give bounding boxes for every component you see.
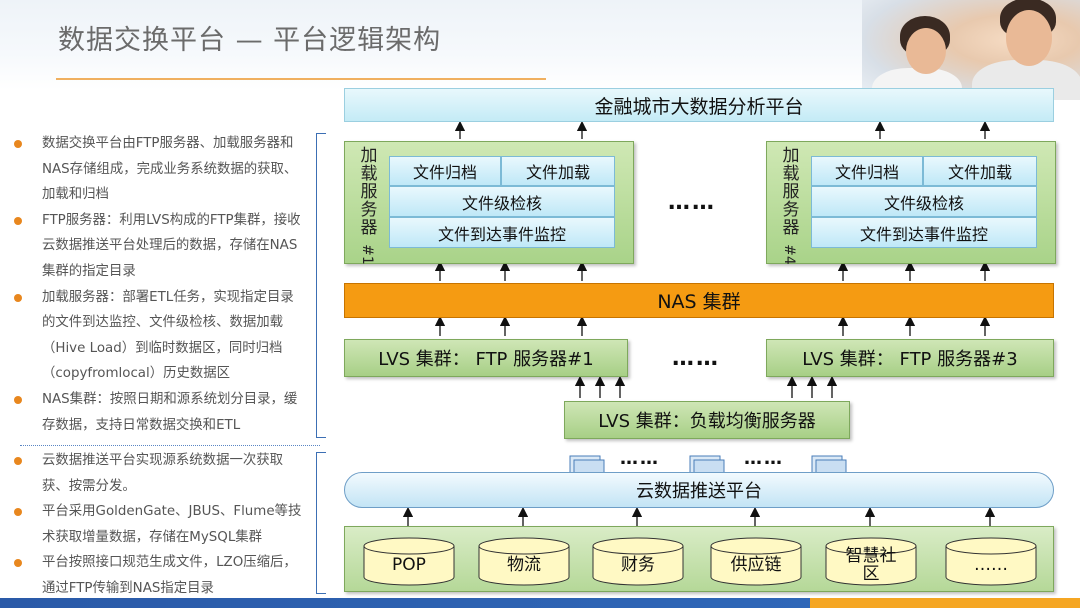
loader-server-1: 加载服务器 #1 文件归档 文件加载 文件级检核 文件到达事件监控 <box>344 141 634 265</box>
source-label: …… <box>974 554 1008 575</box>
source-label: 智慧社区 <box>845 545 897 584</box>
load-balancer-box: LVS 集群：负载均衡服务器 <box>564 401 850 439</box>
file-check-cell: 文件级检核 <box>811 186 1037 217</box>
source-systems-panel: POP 物流 财务 供应链 智慧社区 …… <box>344 526 1054 592</box>
file-ellipsis: …… <box>620 448 660 469</box>
notes-bracket-top <box>316 133 326 438</box>
ftp-server-1-box: LVS 集群： FTP 服务器#1 <box>344 339 628 377</box>
note-item: NAS集群：按照日期和源系统划分目录，缓存数据，支持日常数据交换和ETL <box>14 387 306 438</box>
loader-server-label: 加载服务器 #1 <box>356 146 377 265</box>
source-db-cylinder: 供应链 <box>710 537 802 586</box>
analytics-platform-box: 金融城市大数据分析平台 <box>344 88 1054 122</box>
page-title: 数据交换平台 — 平台逻辑架构 <box>58 25 442 56</box>
archive-cell: 文件归档 <box>811 156 923 186</box>
notes-bottom-list: 云数据推送平台实现源系统数据一次获取获、按需分发。 平台采用GoldenGate… <box>14 448 306 602</box>
notes-bracket-bottom <box>316 452 326 594</box>
file-check-cell: 文件级检核 <box>389 186 615 217</box>
header-photo <box>862 0 1080 100</box>
file-monitor-cell: 文件到达事件监控 <box>389 217 615 248</box>
notes-top-list: 数据交换平台由FTP服务器、加载服务器和NAS存储组成，完成业务系统数据的获取、… <box>14 131 306 438</box>
note-item: 云数据推送平台实现源系统数据一次获取获、按需分发。 <box>14 448 306 499</box>
notes-divider <box>20 445 320 446</box>
ftp-server-3-box: LVS 集群： FTP 服务器#3 <box>766 339 1054 377</box>
ftp-ellipsis: …… <box>672 346 720 371</box>
source-label: POP <box>392 554 426 575</box>
file-monitor-cell: 文件到达事件监控 <box>811 217 1037 248</box>
title-underline <box>56 78 546 80</box>
footer-bar <box>0 598 1080 608</box>
note-item: 数据交换平台由FTP服务器、加载服务器和NAS存储组成，完成业务系统数据的获取、… <box>14 131 306 208</box>
note-item: 加载服务器：部署ETL任务，实现指定目录的文件到达监控、文件级检核、数据加载（H… <box>14 285 306 387</box>
load-cell: 文件加载 <box>923 156 1037 186</box>
source-label: 财务 <box>621 554 655 575</box>
archive-cell: 文件归档 <box>389 156 501 186</box>
source-db-cylinder: …… <box>945 537 1037 586</box>
file-ellipsis: …… <box>744 448 784 469</box>
note-item: 平台按照接口规范生成文件，LZO压缩后，通过FTP传输到NAS指定目录 <box>14 550 306 601</box>
nas-cluster-box: NAS 集群 <box>344 283 1054 318</box>
load-cell: 文件加载 <box>501 156 615 186</box>
source-label: 物流 <box>507 554 541 575</box>
note-item: FTP服务器：利用LVS构成的FTP集群，接收云数据推送平台处理后的数据，存储在… <box>14 208 306 285</box>
note-item: 平台采用GoldenGate、JBUS、Flume等技术获取增量数据，存储在My… <box>14 499 306 550</box>
loader-server-label: 加载服务器 #4 <box>778 146 799 265</box>
source-db-cylinder: 智慧社区 <box>825 537 917 586</box>
source-db-cylinder: 财务 <box>592 537 684 586</box>
loader-ellipsis: …… <box>668 190 716 215</box>
cloud-push-platform-box: 云数据推送平台 <box>344 472 1054 508</box>
loader-server-4: 加载服务器 #4 文件归档 文件加载 文件级检核 文件到达事件监控 <box>766 141 1056 265</box>
source-db-cylinder: 物流 <box>478 537 570 586</box>
source-label: 供应链 <box>730 554 782 575</box>
source-db-cylinder: POP <box>363 537 455 586</box>
